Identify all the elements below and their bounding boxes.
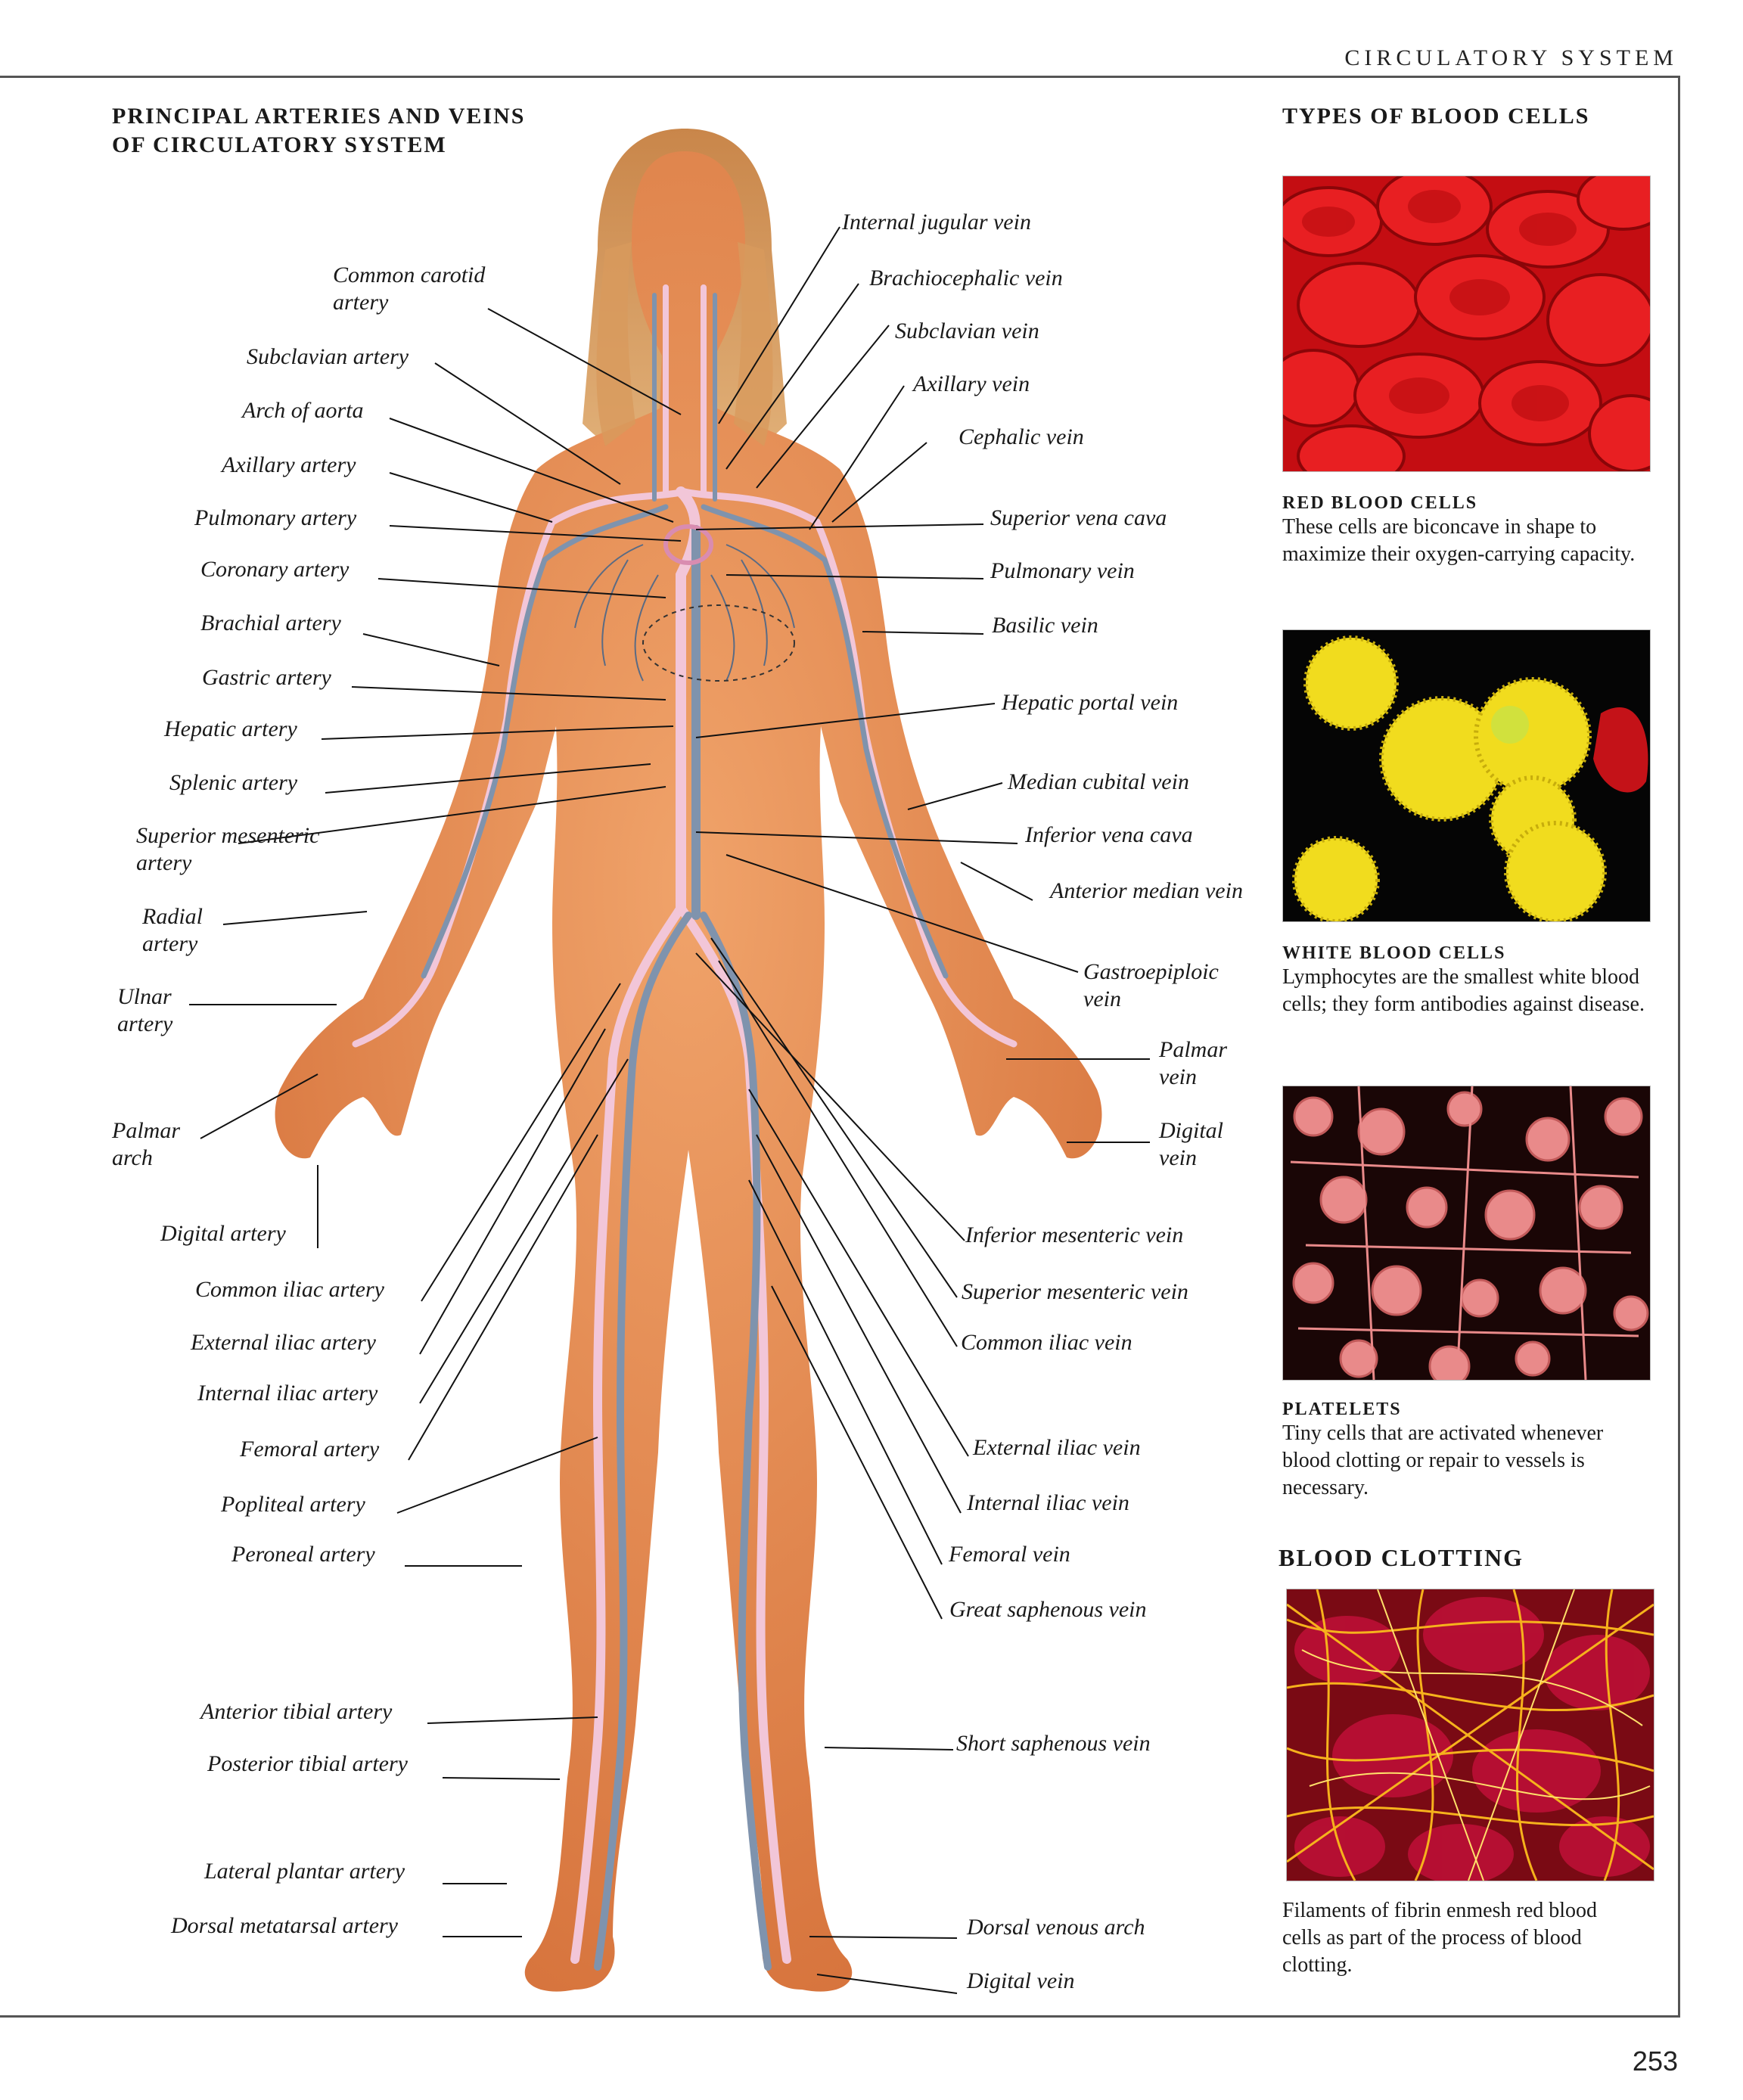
label-common-iliac-artery: Common iliac artery xyxy=(195,1277,384,1302)
label-superior-vena-cava: Superior vena cava xyxy=(990,505,1167,530)
red-cells-caption: RED BLOOD CELLS These cells are biconcav… xyxy=(1282,493,1636,566)
label-inferior-vena-cava: Inferior vena cava xyxy=(1025,822,1193,847)
label-peroneal-artery: Peroneal artery xyxy=(231,1542,375,1567)
label-brachiocephalic-vein: Brachiocephalic vein xyxy=(869,266,1063,290)
label-basilic-vein: Basilic vein xyxy=(992,613,1098,638)
label-radial-artery: Radial artery xyxy=(142,904,203,956)
red-blood-cells-photo xyxy=(1282,176,1651,472)
label-arch-of-aorta: Arch of aorta xyxy=(242,398,364,423)
hair-strands xyxy=(596,242,773,446)
right-border-rule xyxy=(1678,76,1680,2016)
label-digital-vein-hand: Digital vein xyxy=(1159,1118,1224,1170)
label-pulmonary-vein: Pulmonary vein xyxy=(990,558,1135,583)
platelets-caption: PLATELETS Tiny cells that are activated … xyxy=(1282,1399,1604,1499)
label-digital-artery: Digital artery xyxy=(160,1221,286,1246)
label-femoral-vein: Femoral vein xyxy=(949,1542,1070,1567)
body-silhouette xyxy=(275,151,1102,1992)
label-anterior-tibial-artery: Anterior tibial artery xyxy=(200,1699,393,1724)
label-axillary-vein: Axillary vein xyxy=(913,371,1030,396)
label-internal-jugular-vein: Internal jugular vein xyxy=(842,210,1031,235)
label-popliteal-artery: Popliteal artery xyxy=(221,1492,365,1517)
footer-rule xyxy=(0,2015,1680,2018)
lungs-branches xyxy=(574,524,795,682)
label-external-iliac-vein: External iliac vein xyxy=(973,1435,1141,1460)
label-inferior-mesenteric-vein: Inferior mesenteric vein xyxy=(965,1222,1184,1247)
label-femoral-artery: Femoral artery xyxy=(240,1437,380,1462)
label-posterior-tibial-artery: Posterior tibial artery xyxy=(207,1751,408,1776)
label-splenic-artery: Splenic artery xyxy=(169,770,298,795)
label-pulmonary-artery: Pulmonary artery xyxy=(194,505,357,530)
label-gastroepiploic-vein: Gastroepiploic vein xyxy=(1083,959,1219,1011)
label-internal-iliac-artery: Internal iliac artery xyxy=(197,1381,378,1406)
label-axillary-artery: Axillary artery xyxy=(222,452,356,477)
label-cephalic-vein: Cephalic vein xyxy=(958,424,1084,449)
label-digital-vein-foot: Digital vein xyxy=(967,1968,1075,1993)
page-number: 253 xyxy=(1632,2046,1678,2077)
blood-clotting-photo xyxy=(1286,1589,1654,1881)
label-palmar-arch: Palmar arch xyxy=(112,1118,180,1170)
label-ulnar-artery: Ulnar artery xyxy=(117,984,173,1036)
label-lateral-plantar-artery: Lateral plantar artery xyxy=(204,1859,405,1884)
figure-title: PRINCIPAL ARTERIES AND VEINS OF CIRCULAT… xyxy=(112,104,526,157)
label-brachial-artery: Brachial artery xyxy=(200,610,341,635)
label-subclavian-vein: Subclavian vein xyxy=(895,318,1039,343)
label-superior-mesenteric-artery: Superior mesenteric artery xyxy=(136,823,320,875)
sidebar-title: TYPES OF BLOOD CELLS xyxy=(1282,104,1590,129)
label-dorsal-metatarsal-artery: Dorsal metatarsal artery xyxy=(171,1913,398,1938)
label-anterior-median-vein: Anterior median vein xyxy=(1050,878,1243,903)
label-short-saphenous-vein: Short saphenous vein xyxy=(956,1731,1151,1756)
label-superior-mesenteric-vein: Superior mesenteric vein xyxy=(962,1279,1188,1304)
label-great-saphenous-vein: Great saphenous vein xyxy=(949,1597,1147,1622)
blood-clotting-title: BLOOD CLOTTING xyxy=(1279,1544,1524,1571)
white-cells-caption: WHITE BLOOD CELLS Lymphocytes are the sm… xyxy=(1282,943,1645,1016)
blood-clotting-caption: Filaments of fibrin enmesh red blood cel… xyxy=(1282,1899,1598,1977)
label-coronary-artery: Coronary artery xyxy=(200,557,350,582)
label-gastric-artery: Gastric artery xyxy=(202,665,331,690)
label-internal-iliac-vein: Internal iliac vein xyxy=(967,1490,1129,1515)
header-rule xyxy=(0,76,1679,78)
veins xyxy=(421,293,949,1971)
label-external-iliac-artery: External iliac artery xyxy=(191,1330,376,1355)
white-blood-cells-photo xyxy=(1282,629,1651,922)
section-header: CIRCULATORY SYSTEM xyxy=(1344,45,1678,70)
label-median-cubital-vein: Median cubital vein xyxy=(1008,769,1189,794)
platelets-photo xyxy=(1282,1086,1651,1381)
label-common-carotid-artery: Common carotid artery xyxy=(333,262,486,315)
leader-lines xyxy=(189,226,1150,1994)
label-common-iliac-vein: Common iliac vein xyxy=(961,1330,1132,1355)
label-hepatic-artery: Hepatic artery xyxy=(164,716,297,741)
label-palmar-vein: Palmar vein xyxy=(1159,1037,1227,1089)
label-dorsal-venous-arch: Dorsal venous arch xyxy=(967,1915,1145,1940)
label-hepatic-portal-vein: Hepatic portal vein xyxy=(1002,690,1179,715)
label-subclavian-artery: Subclavian artery xyxy=(247,344,409,369)
